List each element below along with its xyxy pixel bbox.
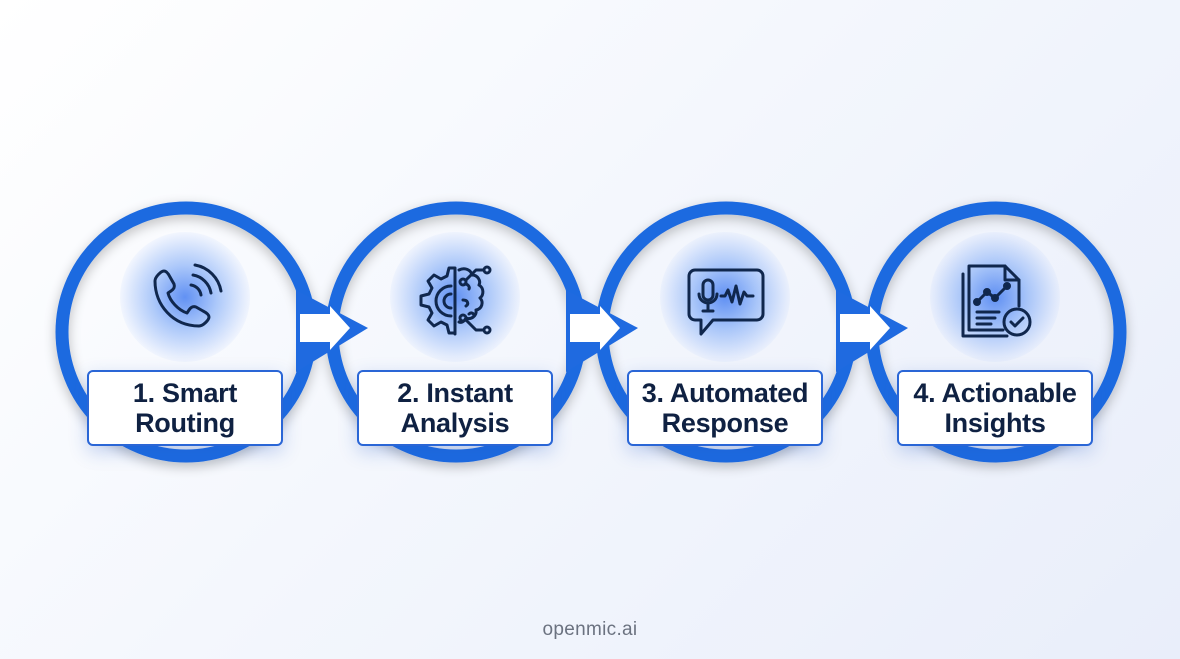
voice-chat-bubble-icon (687, 268, 765, 336)
step-1-label: 1. Smart Routing (87, 370, 283, 446)
phone-ringing-icon (153, 263, 223, 328)
step-4-title-line1: 4. Actionable (913, 378, 1077, 408)
step-4-title-line2: Insights (944, 408, 1046, 438)
gear-brain-icon (419, 265, 492, 336)
arrow-3-4 (836, 290, 908, 372)
arrow-2-3 (566, 290, 638, 372)
step-2-label: 2. Instant Analysis (357, 370, 553, 446)
arrow-1-2 (296, 290, 368, 372)
step-3-title-line1: 3. Automated (641, 378, 809, 408)
step-3-label: 3. Automated Response (627, 370, 823, 446)
footer-brand: openmic.ai (542, 619, 638, 640)
step-2-title-line2: Analysis (400, 408, 510, 438)
report-check-icon (961, 264, 1032, 338)
step-3-title-line2: Response (661, 408, 789, 438)
step-1-title-line1: 1. Smart (132, 378, 238, 408)
step-1-title-line2: Routing (135, 408, 235, 438)
glow-step-1 (120, 232, 250, 362)
step-2-title-line1: 2. Instant (397, 378, 513, 408)
step-4-label: 4. Actionable Insights (897, 370, 1093, 446)
